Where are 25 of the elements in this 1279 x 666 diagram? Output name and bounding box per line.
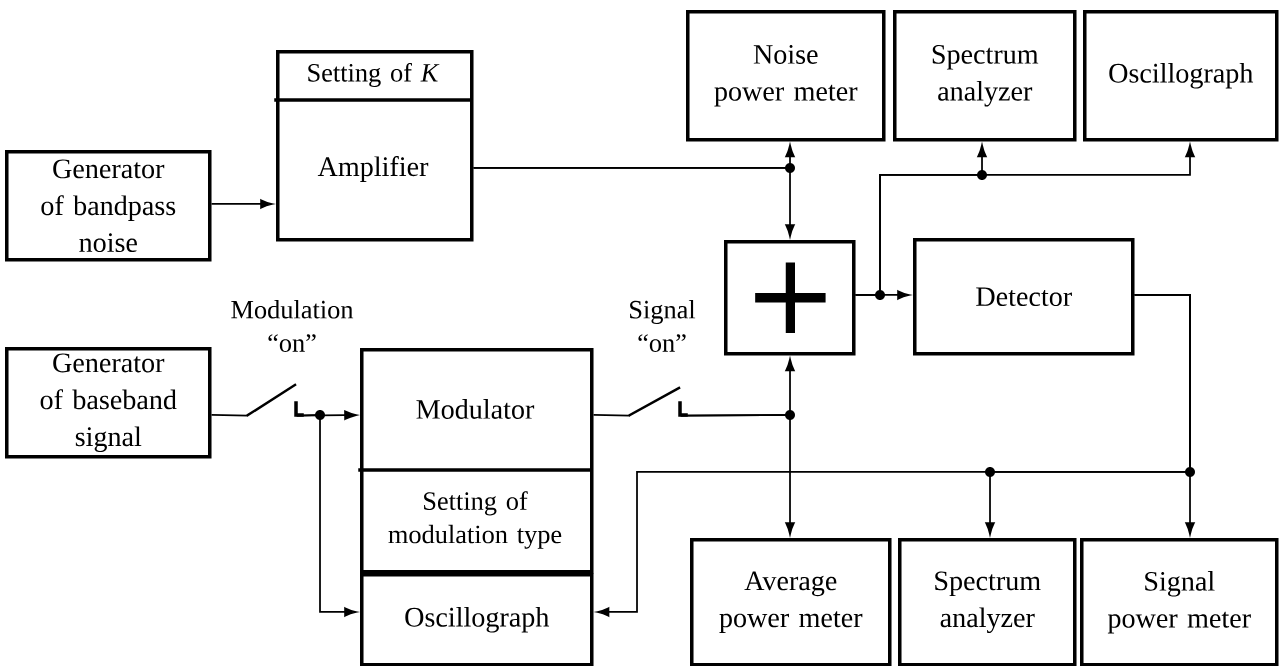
oscillograph-box: Oscillograph xyxy=(360,573,594,666)
adder-box: + xyxy=(724,240,856,356)
detector-box: Detector xyxy=(913,238,1135,356)
meter-box: Signal power meter xyxy=(1080,538,1279,666)
arrow xyxy=(472,167,795,237)
generator-box: Generator of bandpass noise xyxy=(5,150,212,262)
arrow xyxy=(854,144,1195,296)
switch-label: Signal “on” xyxy=(630,300,696,352)
amplifier-box: Setting of K Amplifier xyxy=(274,50,474,242)
arrow xyxy=(210,199,273,209)
arrow xyxy=(596,294,1191,617)
generator-box: Generator of baseband signal xyxy=(5,347,212,459)
modulator-box: Modulator Setting of modulation type xyxy=(358,348,594,574)
arrow xyxy=(679,414,795,535)
arrow xyxy=(295,414,357,617)
oscillograph-box: Oscillograph xyxy=(1083,10,1279,142)
analyzer-box: Spectrum analyzer xyxy=(893,10,1077,142)
connector-line xyxy=(592,414,631,417)
switch-label: Modulation “on” xyxy=(231,300,354,352)
connector-line xyxy=(210,414,249,417)
switch-symbol xyxy=(246,383,304,417)
meter-box: Noise power meter xyxy=(686,10,886,142)
switch-symbol xyxy=(628,386,688,417)
meter-box: Average power meter xyxy=(690,538,892,666)
analyzer-box: Spectrum analyzer xyxy=(898,538,1077,666)
